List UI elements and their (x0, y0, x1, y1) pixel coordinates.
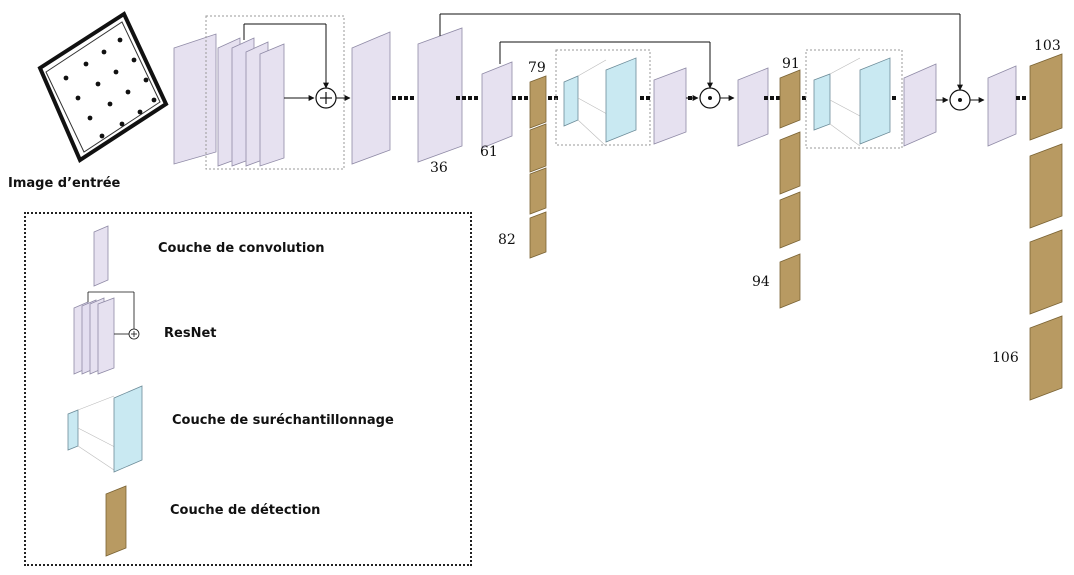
conv-layer-2 (351, 31, 391, 165)
concat-node-2 (949, 89, 971, 111)
upsample-block-2 (805, 49, 903, 149)
conv-layer-u2 (903, 63, 937, 147)
legend-resnet-icon (73, 291, 140, 375)
detection-layer-103 (1029, 53, 1063, 401)
skip-connection-61 (499, 41, 713, 89)
skip-connection-36 (439, 13, 963, 91)
dots-9 (892, 96, 896, 100)
legend-upsample-icon (67, 385, 143, 473)
resnet-block-1 (205, 15, 351, 170)
detection-layer-91 (779, 69, 801, 309)
conv-layer-c2 (987, 65, 1017, 147)
legend-conv-label: Couche de convolution (158, 241, 325, 256)
layer-number-94: 94 (752, 274, 770, 290)
layer-number-61: 61 (480, 144, 498, 160)
dots-10 (1016, 96, 1026, 100)
layer-number-91: 91 (782, 56, 800, 72)
conv-layer-c1 (737, 67, 769, 147)
layer-number-103: 103 (1034, 38, 1061, 54)
layer-number-82: 82 (498, 232, 516, 248)
dots-7 (764, 96, 780, 100)
input-image (37, 11, 169, 163)
conv-layer-u1 (653, 67, 687, 145)
legend-detect-label: Couche de détection (170, 503, 321, 518)
detection-layer-79 (529, 75, 547, 259)
dots-1 (392, 96, 414, 100)
legend-upsample-label: Couche de suréchantillonnage (172, 413, 394, 428)
conv-layer-61 (481, 61, 513, 149)
layer-number-79: 79 (528, 60, 546, 76)
legend-conv-icon (93, 225, 109, 287)
legend-resnet-label: ResNet (164, 326, 217, 341)
legend-detect-icon (105, 485, 127, 557)
layer-number-36: 36 (430, 160, 448, 176)
dots-3 (512, 96, 528, 100)
dots-5 (640, 96, 650, 100)
dots-2 (456, 96, 478, 100)
upsample-block-1 (555, 49, 651, 147)
layer-number-106: 106 (992, 350, 1019, 366)
input-image-label: Image d’entrée (8, 176, 121, 191)
concat-node-1 (699, 87, 721, 109)
dots-8 (802, 96, 806, 100)
legend-box (24, 212, 472, 566)
conv-layer-36 (417, 27, 463, 163)
conv-layer-1 (173, 33, 217, 165)
